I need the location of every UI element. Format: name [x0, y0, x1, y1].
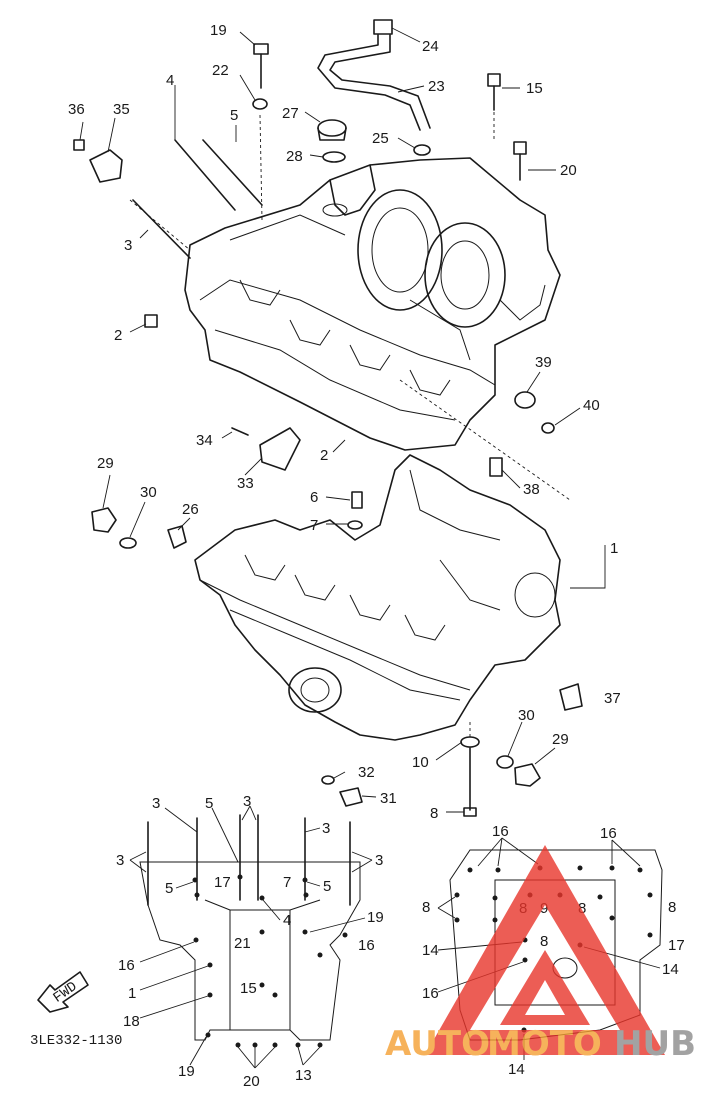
watermark-triangle-outer — [425, 845, 665, 1055]
callout: 34 — [196, 432, 213, 449]
bolt-label: 8 — [540, 933, 548, 950]
bolt-label: 13 — [295, 1067, 312, 1084]
bolt-label: 16 — [600, 825, 617, 842]
callout: 29 — [552, 731, 569, 748]
callout: 23 — [428, 78, 445, 95]
callout: 26 — [182, 501, 199, 518]
callout: 38 — [523, 481, 540, 498]
callout: 30 — [518, 707, 535, 724]
bolt-label: 14 — [662, 961, 679, 978]
callout: 15 — [526, 80, 543, 97]
part-code: 3LE332-1130 — [30, 1033, 122, 1049]
callout: 39 — [535, 354, 552, 371]
watermark-triangle-inner — [500, 950, 590, 1025]
bolt-label: 20 — [243, 1073, 260, 1090]
bolt-label: 5 — [205, 795, 213, 812]
callout: 2 — [320, 447, 328, 464]
bolt-label: 19 — [178, 1063, 195, 1080]
bolt-label: 16 — [118, 957, 135, 974]
callout: 28 — [286, 148, 303, 165]
bolt-label: 3 — [116, 852, 124, 869]
callout: 10 — [412, 754, 429, 771]
leader-lines — [79, 27, 581, 813]
callout: 25 — [372, 130, 389, 147]
watermark-brand-moto: MOTO — [487, 1024, 602, 1064]
callout: 24 — [422, 38, 439, 55]
watermark-brand-auto: AUTO — [385, 1024, 490, 1064]
fwd-arrow: FWD — [37, 971, 89, 1013]
callout: 6 — [310, 489, 318, 506]
fwd-label: FWD — [51, 979, 81, 1007]
callout: 30 — [140, 484, 157, 501]
bolt-label: 17 — [668, 937, 685, 954]
bolt-label: 16 — [492, 823, 509, 840]
callout: 7 — [310, 517, 318, 534]
bolt-label: 9 — [540, 900, 548, 917]
watermark-brand-hub: HUB — [614, 1024, 696, 1064]
bolt-label: 7 — [283, 874, 291, 891]
callout: 32 — [358, 764, 375, 781]
bolt-label: 21 — [234, 935, 251, 952]
callout: 33 — [237, 475, 254, 492]
watermark: AUTO MOTO HUB — [385, 845, 696, 1064]
bolt-label: 5 — [323, 878, 331, 895]
bolt-label: 1 — [128, 985, 136, 1002]
bolt-label: 15 — [240, 980, 257, 997]
callout: 31 — [380, 790, 397, 807]
bolt-label: 8 — [668, 899, 676, 916]
upper-crankcase — [184, 157, 561, 451]
bolt-label: 17 — [214, 874, 231, 891]
bolt-label: 5 — [165, 880, 173, 897]
callout: 5 — [230, 107, 238, 124]
bolt-label: 14 — [508, 1061, 525, 1078]
bolt-label: 8 — [422, 899, 430, 916]
bolt-label: 16 — [422, 985, 439, 1002]
callout: 40 — [583, 397, 600, 414]
callout: 27 — [282, 105, 299, 122]
bolt-label: 3 — [375, 852, 383, 869]
callout: 4 — [166, 72, 174, 89]
bolt-label: 3 — [152, 795, 160, 812]
bolt-dots-left — [192, 874, 348, 1048]
callout: 35 — [113, 101, 130, 118]
bolt-label: 3 — [322, 820, 330, 837]
lower-left-bolt-diagram: 3 5 3 3 3 3 5 17 7 5 4 19 16 21 16 1 15 … — [30, 793, 384, 1090]
callout: 36 — [68, 101, 85, 118]
callout: 29 — [97, 455, 114, 472]
bolt-label: 8 — [578, 900, 586, 917]
callout: 37 — [604, 690, 621, 707]
callout: 8 — [430, 805, 438, 822]
bolt-label: 3 — [243, 793, 251, 810]
bolt-label: 4 — [283, 912, 291, 929]
bolt-label: 16 — [358, 937, 375, 954]
bolt-label: 19 — [367, 909, 384, 926]
callout: 22 — [212, 62, 229, 79]
callout: 3 — [124, 237, 132, 254]
lower-crankcase — [194, 454, 561, 741]
callout: 2 — [114, 327, 122, 344]
bolt-label: 18 — [123, 1013, 140, 1030]
callout: 1 — [610, 540, 618, 557]
callouts: 19 24 22 23 15 4 5 27 36 35 25 28 20 3 2… — [68, 22, 621, 822]
bolt-label: 14 — [422, 942, 439, 959]
callout: 19 — [210, 22, 227, 39]
callout: 20 — [560, 162, 577, 179]
small-parts — [73, 19, 606, 817]
